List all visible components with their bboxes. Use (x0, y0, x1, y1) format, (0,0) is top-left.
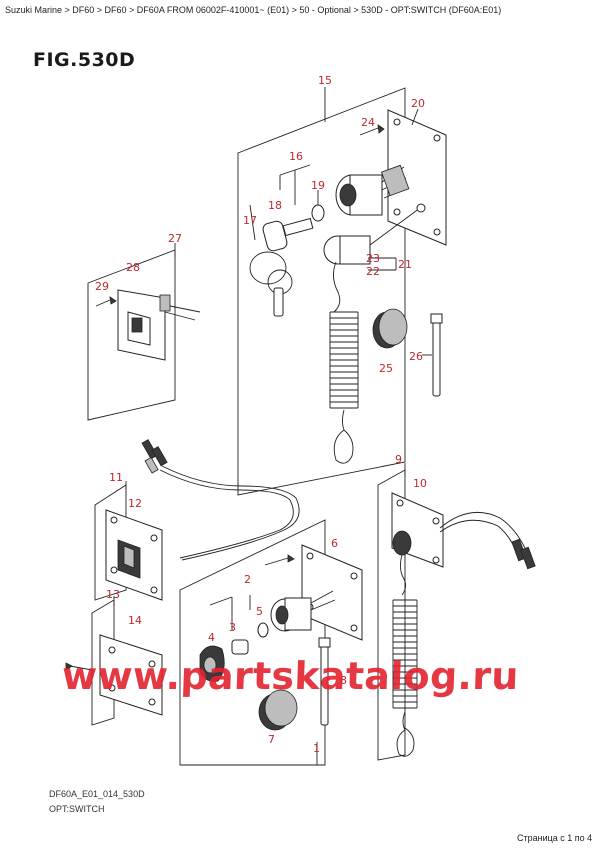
callout-3: 3 (229, 621, 236, 634)
callout-5: 5 (256, 605, 263, 618)
callout-17: 17 (243, 214, 257, 227)
callout-12: 12 (128, 497, 142, 510)
page-indicator: Страница с 1 по 4 (517, 833, 593, 843)
watermark: www.partskatalog.ru (61, 654, 520, 698)
callout-28: 28 (126, 261, 140, 274)
callout-10: 10 (413, 477, 427, 490)
callout-18: 18 (268, 199, 282, 212)
callout-13: 13 (106, 588, 120, 601)
callout-14: 14 (128, 614, 142, 627)
callout-23: 23 (366, 252, 380, 265)
callout-7: 7 (268, 733, 275, 746)
callout-1: 1 (313, 742, 320, 755)
callout-27: 27 (168, 232, 182, 245)
callout-6: 6 (331, 537, 338, 550)
callout-24: 24 (361, 116, 375, 129)
callout-16: 16 (289, 150, 303, 163)
callout-29: 29 (95, 280, 109, 293)
callout-25: 25 (379, 362, 393, 375)
figure-title: FIG.530D (33, 49, 136, 71)
figure-name: OPT:SWITCH (49, 804, 105, 814)
callout-15: 15 (318, 74, 332, 87)
callout-2: 2 (244, 573, 251, 586)
callout-20: 20 (411, 97, 425, 110)
figure-code: DF60A_E01_014_530D (49, 789, 145, 799)
callout-8: 8 (340, 674, 347, 687)
breadcrumb: Suzuki Marine > DF60 > DF60 > DF60A FROM… (5, 5, 502, 15)
callout-26: 26 (409, 350, 423, 363)
callout-22: 22 (366, 265, 380, 278)
callout-21: 21 (398, 258, 412, 271)
callout-9: 9 (395, 453, 402, 466)
callout-11: 11 (109, 471, 123, 484)
callout-19: 19 (311, 179, 325, 192)
callout-4: 4 (208, 631, 215, 644)
